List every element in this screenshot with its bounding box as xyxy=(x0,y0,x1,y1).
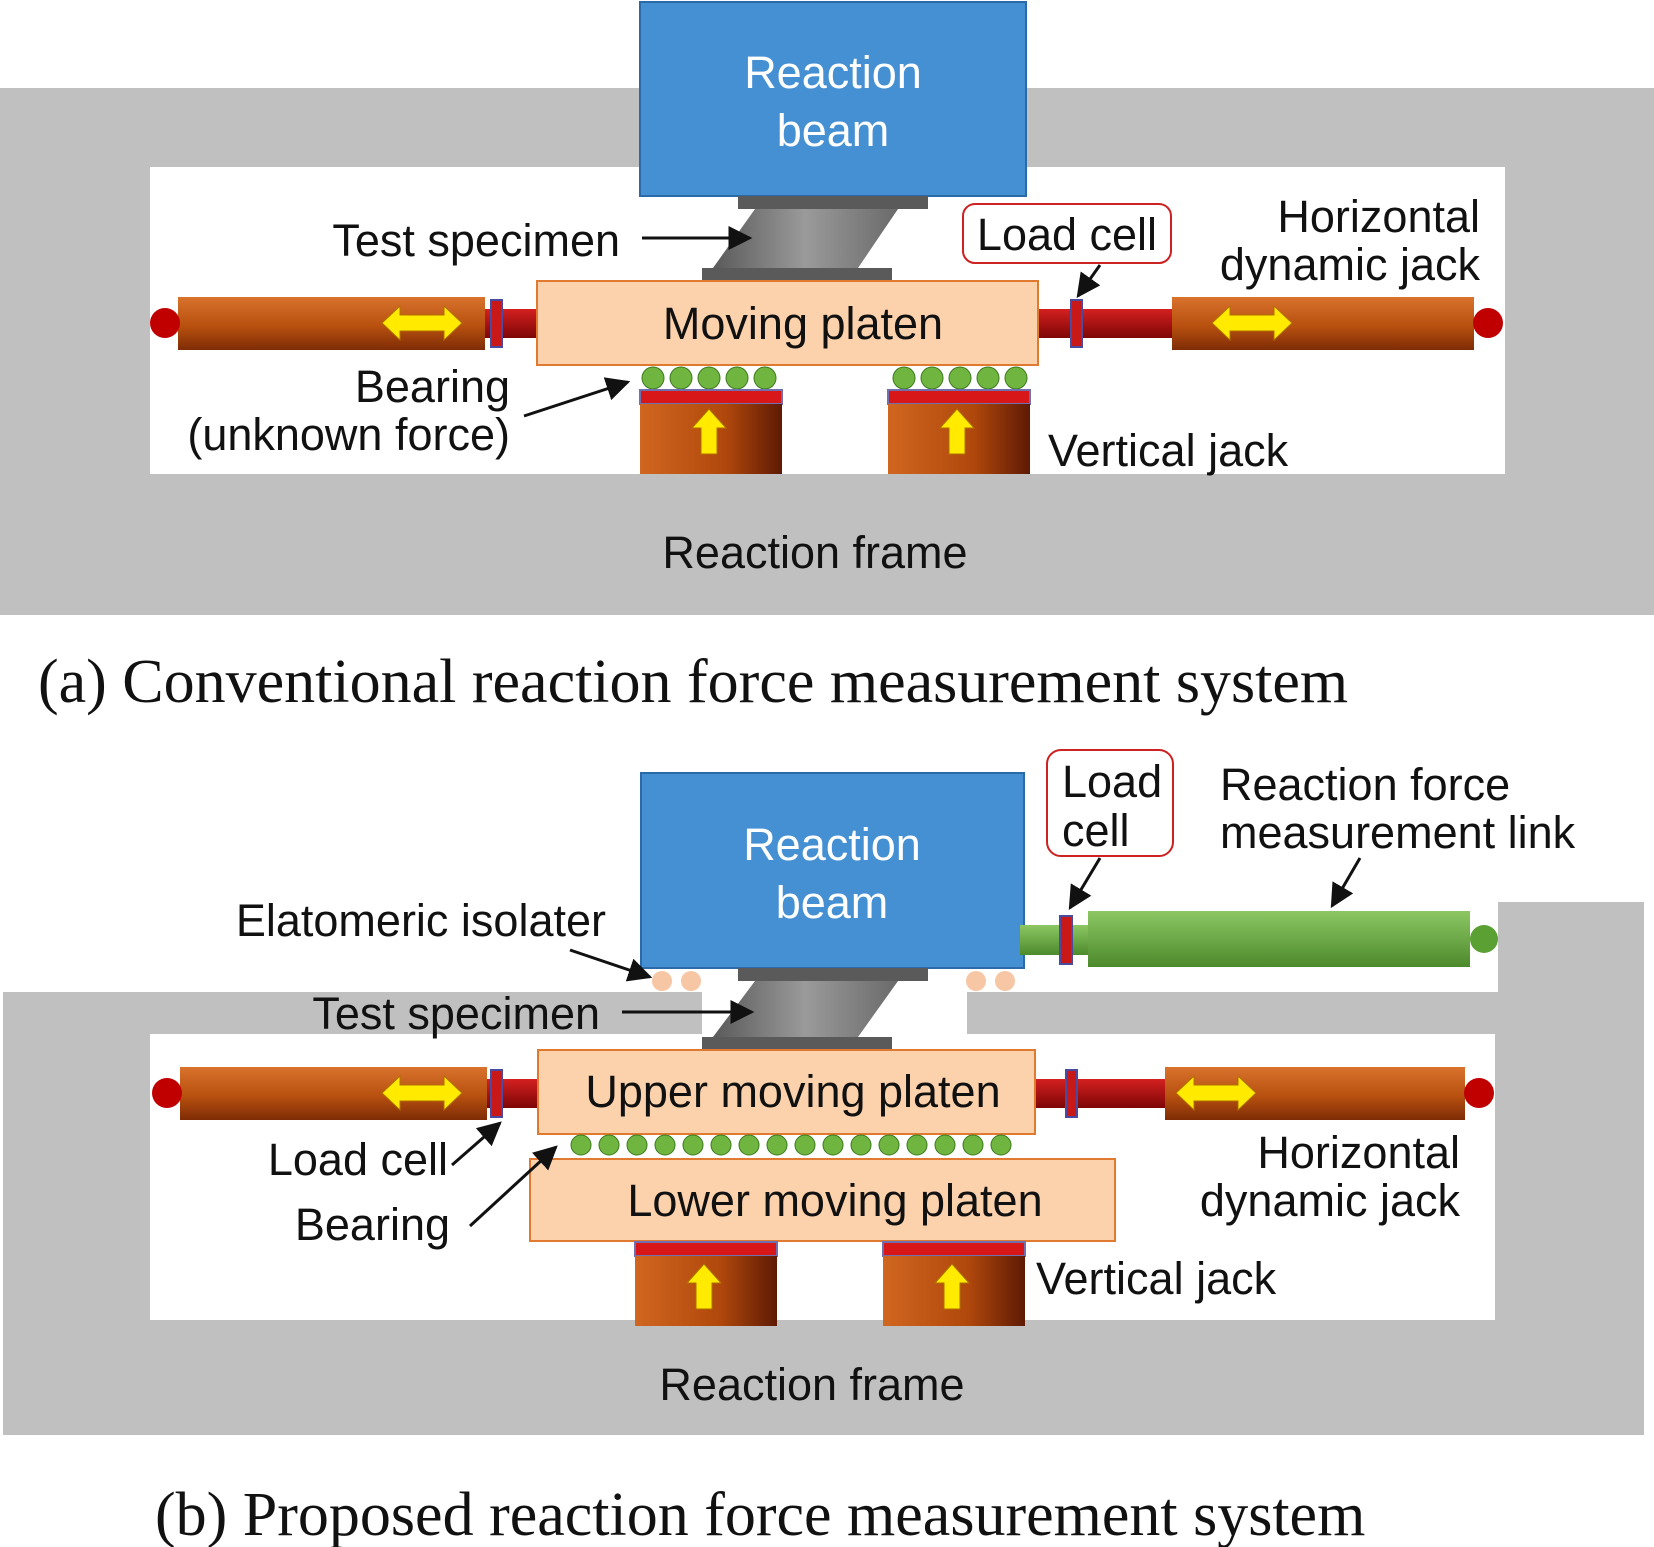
panel-b: Reaction beam Upper moving platen xyxy=(3,749,1644,1547)
link-label-2: measurement link xyxy=(1220,807,1576,858)
caption-b: (b) Proposed reaction force measurement … xyxy=(155,1481,1365,1547)
bearing-arrow-a xyxy=(523,377,631,418)
left-jack-pin-b xyxy=(152,1078,182,1108)
bearing-label-b: Bearing xyxy=(295,1199,450,1250)
vertical-jack-left-plate-a xyxy=(639,389,783,405)
upper-platen-label: Upper moving platen xyxy=(585,1066,1000,1117)
specimen-top-plate-a xyxy=(738,196,928,209)
right-jack-pin-a xyxy=(1473,308,1503,338)
reaction-beam-b xyxy=(640,772,1025,969)
load-cell-box-a xyxy=(962,203,1172,264)
specimen-bottom-plate-b xyxy=(702,1037,892,1050)
load-cell-top-label-1: Load xyxy=(1062,756,1162,807)
right-load-cell-a xyxy=(1070,299,1083,348)
upper-moving-platen xyxy=(537,1049,1036,1135)
link-label-1: Reaction force xyxy=(1220,759,1510,810)
horizontal-jack-label-2-b: dynamic jack xyxy=(1200,1175,1461,1226)
vertical-jack-left-plate-b xyxy=(634,1241,778,1257)
load-cell-left-label-b: Load cell xyxy=(268,1134,448,1185)
vertical-jack-label-a: Vertical jack xyxy=(1048,425,1289,476)
panel-a: Reaction beam Moving platen xyxy=(0,1,1654,716)
test-specimen-label-b: Test specimen xyxy=(312,988,600,1039)
bearing-arrow-b xyxy=(468,1145,558,1228)
link-rod xyxy=(1020,925,1088,955)
load-cell-arrow-a xyxy=(1076,264,1102,298)
reaction-beam-label-2: beam xyxy=(777,105,890,156)
bearing-balls-left-a xyxy=(641,366,777,390)
specimen-top-plate-b xyxy=(738,968,928,981)
bearing-balls-right-a xyxy=(892,366,1028,390)
reaction-frame-label-b: Reaction frame xyxy=(659,1359,964,1410)
reaction-frame-b xyxy=(3,902,1644,1435)
vertical-jack-right-plate-a xyxy=(887,389,1031,405)
bearing-balls-b xyxy=(570,1134,1012,1156)
reaction-frame-a xyxy=(0,88,1654,615)
vertical-jack-label-b: Vertical jack xyxy=(1036,1253,1277,1304)
load-cell-top-arrow xyxy=(1068,857,1102,911)
bearing-label-2-a: (unknown force) xyxy=(187,409,510,460)
reaction-beam-label-2-b: beam xyxy=(776,877,889,928)
test-specimen-b xyxy=(713,981,898,1037)
horizontal-jack-label-1-b: Horizontal xyxy=(1257,1127,1460,1178)
test-specimen-a xyxy=(713,209,898,268)
isolator-label: Elatomeric isolater xyxy=(236,895,606,946)
test-specimen-label-a: Test specimen xyxy=(332,215,620,266)
moving-platen-label: Moving platen xyxy=(663,298,943,349)
isolator-arrow xyxy=(569,948,653,982)
reaction-beam-label-1: Reaction xyxy=(744,47,922,98)
left-load-cell-a xyxy=(490,299,503,348)
left-jack-pin-a xyxy=(150,308,180,338)
load-cell-label-a: Load cell xyxy=(977,209,1157,260)
elastomeric-isolators xyxy=(652,971,1015,991)
bearing-label-1-a: Bearing xyxy=(355,361,510,412)
reaction-frame-label-a: Reaction frame xyxy=(662,527,967,578)
vertical-jack-right-plate-b xyxy=(882,1241,1026,1257)
specimen-bottom-plate-a xyxy=(702,268,892,281)
caption-a: (a) Conventional reaction force measurem… xyxy=(38,648,1348,716)
load-cell-box-b xyxy=(1046,749,1174,857)
measurement-link xyxy=(1088,911,1470,967)
right-jack-pin-b xyxy=(1464,1078,1494,1108)
lower-platen-label: Lower moving platen xyxy=(627,1175,1042,1226)
link-pin xyxy=(1470,925,1498,953)
moving-platen-a xyxy=(536,280,1039,366)
link-load-cell xyxy=(1059,915,1073,965)
load-cell-top-label-2: cell xyxy=(1062,805,1130,856)
link-arrow xyxy=(1330,857,1362,909)
reaction-beam-a xyxy=(639,1,1027,197)
right-rod-b xyxy=(1035,1079,1165,1108)
lower-moving-platen xyxy=(529,1158,1116,1242)
right-load-cell-b xyxy=(1065,1069,1078,1118)
left-load-cell-b xyxy=(490,1069,503,1118)
horizontal-jack-label-1-a: Horizontal xyxy=(1277,191,1480,242)
right-rod-a xyxy=(1038,309,1172,338)
load-cell-left-arrow-b xyxy=(451,1121,502,1167)
reaction-beam-label-1-b: Reaction xyxy=(743,819,921,870)
horizontal-jack-label-2-a: dynamic jack xyxy=(1220,239,1481,290)
